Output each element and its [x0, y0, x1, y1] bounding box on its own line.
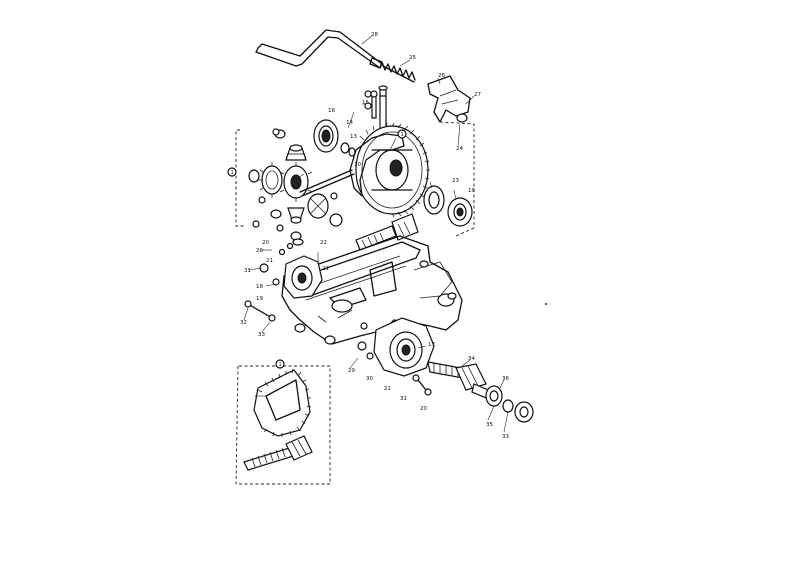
label-27: 27 — [474, 92, 481, 98]
label-13: 13 — [350, 134, 357, 140]
bearing-left-top — [313, 119, 339, 153]
label-20c: 20 — [262, 240, 269, 246]
thrust-washers — [248, 129, 343, 246]
label-26: 26 — [438, 73, 445, 79]
fork-pin — [378, 85, 388, 135]
callout-1b: 1 — [401, 132, 404, 138]
diff-case-cover — [349, 133, 405, 197]
label-34: 34 — [468, 356, 475, 362]
label-22b: 22 — [384, 386, 391, 392]
pinion-gear-top — [285, 144, 307, 161]
label-20a: 20 — [256, 248, 263, 254]
label-16: 16 — [328, 108, 335, 114]
bearing-retainer-left — [283, 255, 323, 299]
callout-1a: 1 — [231, 170, 234, 176]
diff-spider — [307, 193, 329, 219]
small-pin — [370, 90, 378, 119]
label-25: 25 — [409, 55, 416, 61]
label-10: 10 — [354, 162, 361, 168]
pinion-gear-bottom — [287, 207, 305, 224]
label-33b: 33 — [502, 434, 509, 440]
output-bearings — [485, 385, 534, 423]
label-28: 28 — [371, 32, 378, 38]
label-19b: 19 — [256, 296, 263, 302]
label-15: 15 — [362, 100, 369, 106]
bearing-right-23 — [423, 185, 445, 215]
label-33a: 33 — [258, 332, 265, 338]
part-labels: 28 25 26 27 24 16 14 15 13 10 23 19 22 2… — [240, 32, 509, 440]
bolts-left — [244, 242, 294, 322]
washer-small — [340, 142, 356, 157]
ring-gear — [355, 122, 430, 218]
callout-1c: 1 — [279, 362, 282, 368]
diff-shaft — [299, 169, 355, 197]
label-23: 23 — [452, 178, 459, 184]
label-35: 35 — [486, 422, 493, 428]
diff-parts-box — [232, 129, 244, 227]
label-29: 29 — [348, 368, 355, 374]
pinion-shaft-upper — [355, 213, 419, 251]
label-22a: 22 — [320, 240, 327, 246]
output-shaft — [427, 361, 499, 403]
label-30: 30 — [366, 376, 373, 382]
label-21a: 21 — [266, 258, 273, 264]
shift-fork — [427, 75, 471, 123]
label-31b: 31 — [400, 396, 407, 402]
shift-lever — [255, 29, 383, 69]
label-32: 32 — [240, 320, 247, 326]
bearing-right-19 — [447, 197, 473, 227]
bolts-right — [357, 322, 432, 396]
bearing-retainer-right — [373, 317, 435, 377]
label-24: 24 — [456, 146, 463, 152]
side-gear-right — [279, 162, 313, 202]
stray-dot — [545, 303, 547, 305]
label-36: 36 — [502, 376, 509, 382]
label-31a: 31 — [244, 268, 251, 274]
label-21b: 21 — [322, 266, 329, 272]
leader-lines — [243, 35, 509, 433]
spring — [381, 61, 416, 83]
label-17: 17 — [428, 342, 435, 348]
label-18: 18 — [256, 284, 263, 290]
side-gear-left — [258, 162, 283, 198]
label-19a: 19 — [468, 188, 475, 194]
circled-callouts: 1 1 1 — [227, 90, 407, 369]
label-14: 14 — [346, 120, 353, 126]
gear-set-inset — [235, 365, 331, 485]
guide-lines — [439, 121, 475, 237]
label-20b: 20 — [420, 406, 427, 412]
